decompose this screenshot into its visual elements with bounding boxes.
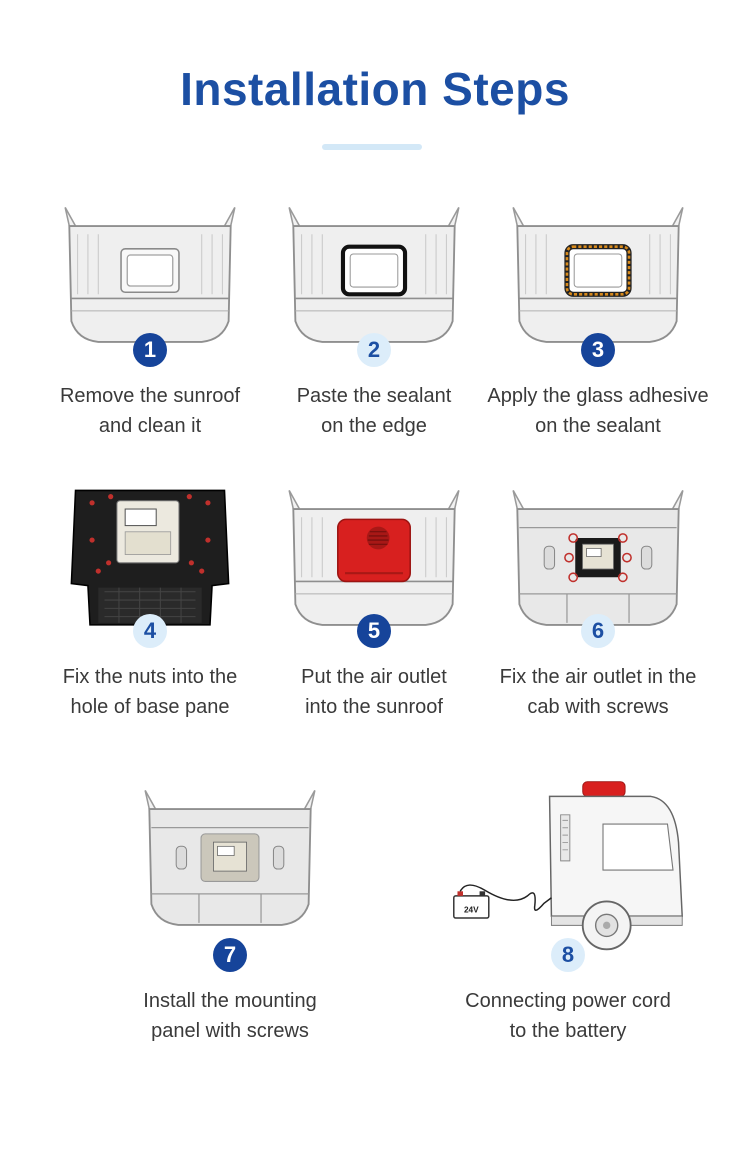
truck-battery-illustration: 24V [453, 781, 683, 951]
sealant-illustration [288, 206, 460, 343]
step-number-badge: 4 [133, 614, 167, 648]
step-number-badge: 8 [551, 938, 585, 972]
page-title: Installation Steps [180, 63, 570, 115]
step-number-badge: 1 [133, 333, 167, 367]
cab-screws-illustration [512, 490, 684, 626]
step-number-badge: 2 [357, 333, 391, 367]
mounting-panel-illustration [144, 790, 316, 926]
base-pane-illustration [70, 489, 230, 626]
step-number-badge: 7 [213, 938, 247, 972]
air-outlet-illustration [288, 489, 460, 626]
step-number-badge: 5 [357, 614, 391, 648]
glass-adhesive-illustration [512, 206, 684, 343]
battery-label: 24V [464, 905, 479, 914]
step-number-badge: 3 [581, 333, 615, 367]
title-underline [322, 144, 422, 150]
sunroof-illustration [64, 206, 236, 343]
step-number-badge: 6 [581, 614, 615, 648]
